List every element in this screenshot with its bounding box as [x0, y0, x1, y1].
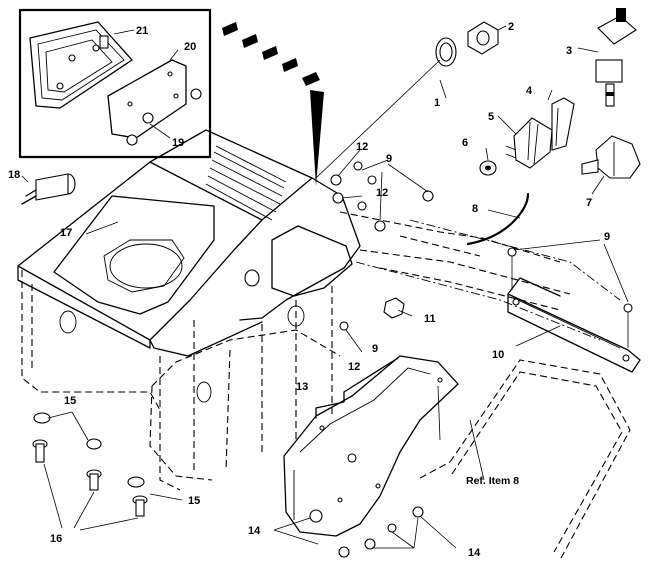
callout-18: 18: [8, 169, 20, 181]
callout-21: 21: [136, 25, 148, 37]
callout-8: 8: [472, 203, 478, 215]
callout-15-top: 15: [64, 395, 76, 407]
side-panel: [283, 355, 459, 537]
switch-5: [505, 117, 553, 169]
callout-9-top: 9: [386, 153, 392, 165]
callout-12-lower: 12: [348, 361, 360, 373]
vent-slots: [205, 145, 287, 221]
callout-labels: 1 2 3 4 5 6 7 8 9 9 9 10 11 12 12 12 13 …: [8, 21, 610, 559]
callout-14-right: 14: [468, 547, 481, 559]
nut-ring-1: [435, 37, 457, 67]
callout-6: 6: [462, 137, 468, 149]
bracket-10: [507, 277, 641, 373]
clip-4: [551, 97, 575, 151]
rect-frame: [419, 359, 631, 561]
callout-15-lower: 15: [188, 495, 200, 507]
lower-cover: [149, 329, 341, 481]
washer-6: [479, 160, 497, 176]
washer-icon: [33, 412, 145, 488]
inset-detail: [18, 8, 212, 159]
reference-note: Ref. Item 8: [466, 475, 519, 487]
knob-7: [581, 135, 641, 179]
callout-5: 5: [488, 111, 494, 123]
leader-lines: [21, 25, 629, 549]
main-housing: [17, 129, 621, 491]
callout-4: 4: [526, 85, 533, 97]
callout-2: 2: [508, 21, 514, 33]
hex-nut-2: [467, 21, 499, 55]
callout-19: 19: [172, 137, 184, 149]
pointer-arrow: [222, 22, 324, 186]
callout-12-top: 12: [356, 141, 368, 153]
callout-7: 7: [586, 197, 592, 209]
callout-13: 13: [296, 381, 308, 393]
key-icon: [595, 8, 637, 107]
connector-18: [21, 173, 76, 205]
callout-17: 17: [60, 227, 72, 239]
callout-9-right: 9: [604, 231, 610, 243]
callout-14-left: 14: [248, 525, 261, 537]
clip-21: [99, 35, 109, 49]
callout-1: 1: [434, 97, 440, 109]
callout-16: 16: [50, 533, 62, 545]
callout-3: 3: [566, 45, 572, 57]
screw-icon: [126, 88, 202, 146]
callout-11: 11: [424, 313, 436, 325]
callout-9-lower: 9: [372, 343, 378, 355]
bolt-icon: [32, 439, 148, 517]
callout-12-mid: 12: [376, 187, 388, 199]
callout-20: 20: [184, 41, 196, 53]
cable-8: [466, 192, 530, 246]
callout-10: 10: [492, 349, 504, 361]
screw-icon: [330, 161, 633, 558]
cover-plate-20: [107, 59, 187, 139]
